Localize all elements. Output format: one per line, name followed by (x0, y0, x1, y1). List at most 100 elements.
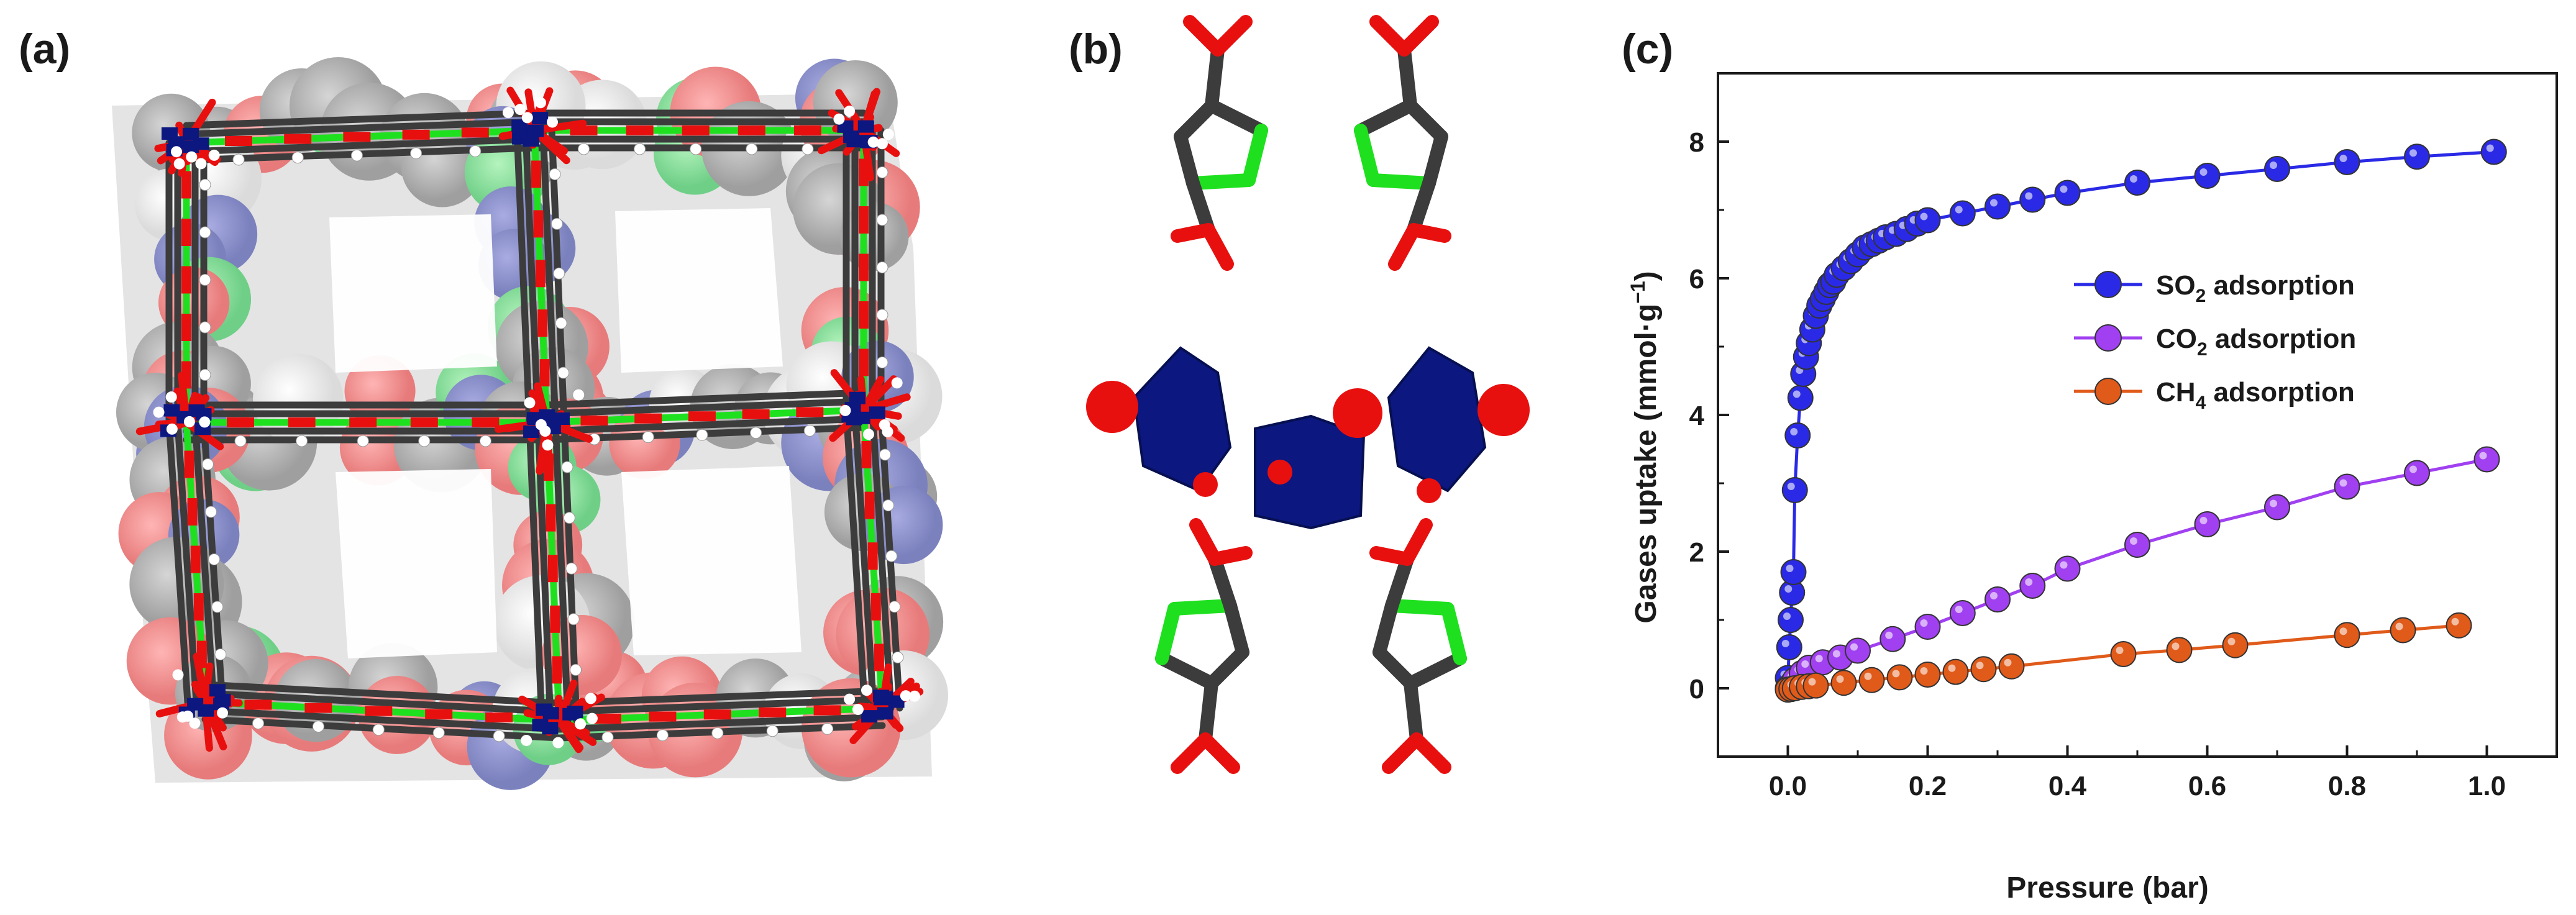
point-highlight (1955, 606, 1963, 613)
hydrogen-atom (690, 143, 702, 155)
hydrogen-atom (575, 718, 587, 730)
bond-stick (183, 109, 538, 129)
hydrogen-atom (208, 149, 220, 161)
oxygen-atom (284, 134, 312, 144)
bond-stick (543, 415, 867, 435)
oxygen-atom (187, 498, 198, 526)
point-highlight (2395, 622, 2403, 630)
data-point-ch4 (2334, 622, 2360, 649)
hydrogen-atom (171, 146, 183, 158)
hydrogen-atom (876, 309, 888, 321)
point-highlight (2199, 517, 2208, 524)
x-tick-label: 0.4 (2048, 771, 2087, 801)
bond-stick (543, 398, 867, 417)
hydrogen-atom (357, 435, 369, 447)
hydrogen-atom (803, 424, 816, 437)
oxygen-atom (244, 699, 272, 710)
bond-stick (201, 707, 563, 733)
bond-stick (1422, 130, 1448, 190)
oxygen-atom (472, 417, 500, 427)
point-highlight (1892, 670, 1900, 678)
point-highlight (2060, 185, 2068, 193)
oxygen-atom (531, 160, 541, 188)
bond-stick (539, 127, 559, 426)
data-point-so2 (1949, 200, 1976, 227)
bond-stick (1174, 130, 1200, 190)
oxygen-atom (225, 136, 252, 146)
hydrogen-atom (750, 427, 762, 439)
point-highlight (2270, 499, 2277, 508)
hydrogen-atom (656, 729, 669, 742)
point-highlight (1783, 612, 1791, 620)
y-tick-label: 2 (1689, 537, 1704, 568)
bond-stick (555, 696, 886, 716)
hydrogen-atom (876, 166, 888, 178)
y-tick-label: 0 (1689, 674, 1704, 704)
hydrogen-atom (479, 435, 491, 447)
hydrogen-atom (539, 426, 551, 437)
x-tick-label: 0.0 (1769, 771, 1807, 801)
oxygen-atom (1478, 384, 1530, 436)
point-highlight (1781, 640, 1789, 647)
oxygen-atom (859, 348, 869, 376)
oxygen-atom (594, 714, 621, 724)
metal-atom (209, 684, 226, 697)
point-highlight (2172, 642, 2180, 650)
point-highlight (2409, 465, 2417, 473)
metal-atom (182, 127, 199, 140)
hydrogen-atom (1246, 394, 1271, 419)
hydrogen-atom (418, 435, 431, 447)
data-point-ch4 (2446, 612, 2472, 639)
data-point-ch4 (1942, 658, 1969, 685)
data-point-co2 (2054, 555, 2081, 582)
hydrogen-atom (469, 145, 482, 157)
hydrogen-atom (570, 663, 582, 676)
bond-stick (1205, 99, 1268, 137)
oxygen-atom (550, 605, 560, 633)
oxygen-atom (870, 593, 881, 621)
data-point-co2 (2019, 573, 2046, 599)
hydrogen-atom (555, 317, 567, 329)
oxygen-atom (535, 260, 546, 288)
metal-atom (161, 127, 178, 140)
data-point-so2 (2194, 163, 2221, 189)
oxygen-atom (537, 309, 548, 337)
oxygen-atom (682, 125, 710, 135)
hydrogen-atom (173, 158, 185, 170)
hydrogen-atom (565, 562, 578, 575)
data-point-so2 (2054, 180, 2081, 206)
hydrogen-atom (199, 369, 211, 381)
oxygen-atom (181, 171, 191, 199)
bond-stick (1404, 676, 1423, 746)
oxygen-bond (193, 652, 209, 706)
bond-stick (543, 389, 867, 409)
point-highlight (1815, 655, 1823, 663)
oxygen-atom (546, 504, 556, 532)
bond-stick (1199, 732, 1240, 774)
panel-label-a: (a) (19, 25, 71, 73)
metal-atom (553, 412, 570, 425)
oxygen-atom (402, 129, 430, 140)
bond-stick (1397, 43, 1417, 112)
point-highlight (2004, 658, 2012, 667)
hydrogen-atom (1260, 651, 1275, 666)
point-highlight (1920, 212, 1928, 221)
point-highlight (1920, 667, 1928, 675)
legend-marker (2094, 378, 2122, 405)
data-point-so2 (1780, 559, 1807, 585)
oxygen-atom (349, 417, 377, 427)
bond-stick (1407, 176, 1436, 237)
hydrogen-atom (199, 274, 211, 286)
bond-stick (1186, 176, 1215, 237)
oxygen-atom (547, 555, 558, 583)
hydrogen-atom (350, 149, 363, 162)
hydrogen-atom (372, 724, 385, 736)
hydrogen-atom (208, 553, 221, 565)
metal-atom (542, 707, 559, 720)
point-highlight (1920, 619, 1928, 627)
bond-stick (1167, 599, 1237, 616)
bond-stick (183, 135, 538, 155)
y-tick-label: 4 (1689, 401, 1705, 431)
hydrogen-atom (844, 106, 856, 117)
